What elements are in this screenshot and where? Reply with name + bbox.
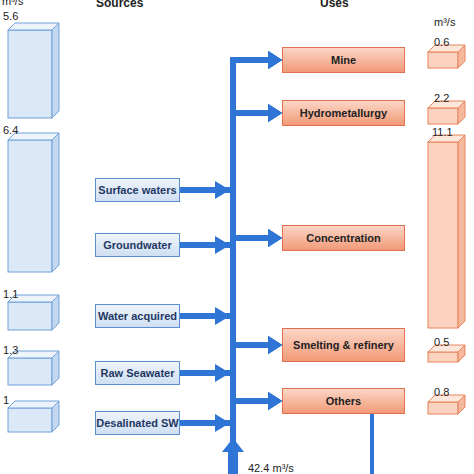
volume-bar [428,52,458,68]
volume-bar-top [8,401,59,408]
volume-bar-side [458,395,465,414]
box-text: Surface waters [98,184,176,196]
use-box: Hydrometallurgy [282,100,405,126]
flow-connector [180,316,268,401]
source-box: Groundwater [95,233,180,257]
value-label: 1 [3,394,9,407]
flow-connector [180,373,268,401]
flow-connector [180,238,268,423]
volume-bar-top [8,23,59,30]
box-text: Desalinated SW [96,417,179,429]
flow-connector [180,60,268,316]
use-box: Concentration [282,225,405,251]
flow-connector [180,113,268,190]
source-box: Raw Seawater [95,361,180,385]
volume-bar-side [52,133,59,272]
value-label: 5.6 [3,10,18,23]
source-box: Desalinated SW [95,411,180,435]
box-text: Others [326,395,361,407]
return-line [370,414,374,474]
volume-bar [8,358,52,385]
volume-bar-side [458,45,465,68]
value-label: 1.1 [3,288,18,301]
volume-bar-side [52,401,59,432]
value-label: m³/s [434,16,455,29]
value-label: 0.5 [434,336,449,349]
flow-connector [180,60,268,245]
flow-connector [180,238,268,245]
flow-connector [180,245,268,401]
volume-bar-side [52,23,59,118]
flow-connector [180,316,268,345]
value-label: 1.3 [3,344,18,357]
source-box: Water acquired [95,304,180,328]
flow-connector [180,60,268,190]
source-box: Surface waters [95,178,180,202]
box-text: Mine [331,54,356,66]
box-text: Groundwater [103,239,171,251]
volume-bar [8,140,52,272]
volume-bar [8,408,52,432]
recirculation-arrow [222,438,244,474]
volume-bar-side [458,135,465,328]
flow-connector [180,113,268,423]
use-box: Others [282,388,405,414]
flow-connector [180,190,268,401]
volume-bar [428,108,458,124]
flow-connector [180,60,268,423]
flow-connector [180,190,268,345]
column-heading: Uses [320,0,349,10]
box-text: Concentration [306,232,381,244]
volume-bar-side [458,345,465,362]
volume-bar-side [52,295,59,330]
flow-connector [180,238,268,373]
box-text: Water acquired [98,310,177,322]
volume-bar-side [458,101,465,124]
inflow-arrowhead [215,307,230,325]
flow-connector [180,245,268,345]
flow-connector [180,238,268,316]
flow-connector [180,113,268,373]
volume-bar [8,30,52,118]
flow-connector [180,345,268,373]
flow-connector [180,345,268,423]
value-label: 0.6 [434,36,449,49]
volume-bar [428,402,458,414]
flow-connector [180,401,268,423]
volume-bar [428,142,458,328]
volume-bar [428,352,458,362]
inflow-arrowhead [215,236,230,254]
value-label: 42.4 m³/s [248,462,294,474]
volume-bar-side [52,351,59,385]
use-box: Mine [282,47,405,73]
flow-connector [180,113,268,245]
inflow-arrowhead [215,414,230,432]
inflow-arrowhead [215,181,230,199]
volume-bar [8,302,52,330]
value-label: 2.2 [434,92,449,105]
value-label: 6.4 [3,124,18,137]
flow-connector [180,113,268,316]
value-label: 0.8 [434,386,449,399]
box-text: Smelting & refinery [293,339,394,351]
inflow-arrowhead [215,364,230,382]
column-heading: Sources [96,0,143,10]
flow-connector [180,60,268,373]
flow-connector [180,190,268,238]
value-label: 11.1 [432,126,453,139]
box-text: Hydrometallurgy [300,107,387,119]
box-text: Raw Seawater [101,367,175,379]
value-label: m³/s [2,0,23,8]
use-box: Smelting & refinery [282,328,405,362]
